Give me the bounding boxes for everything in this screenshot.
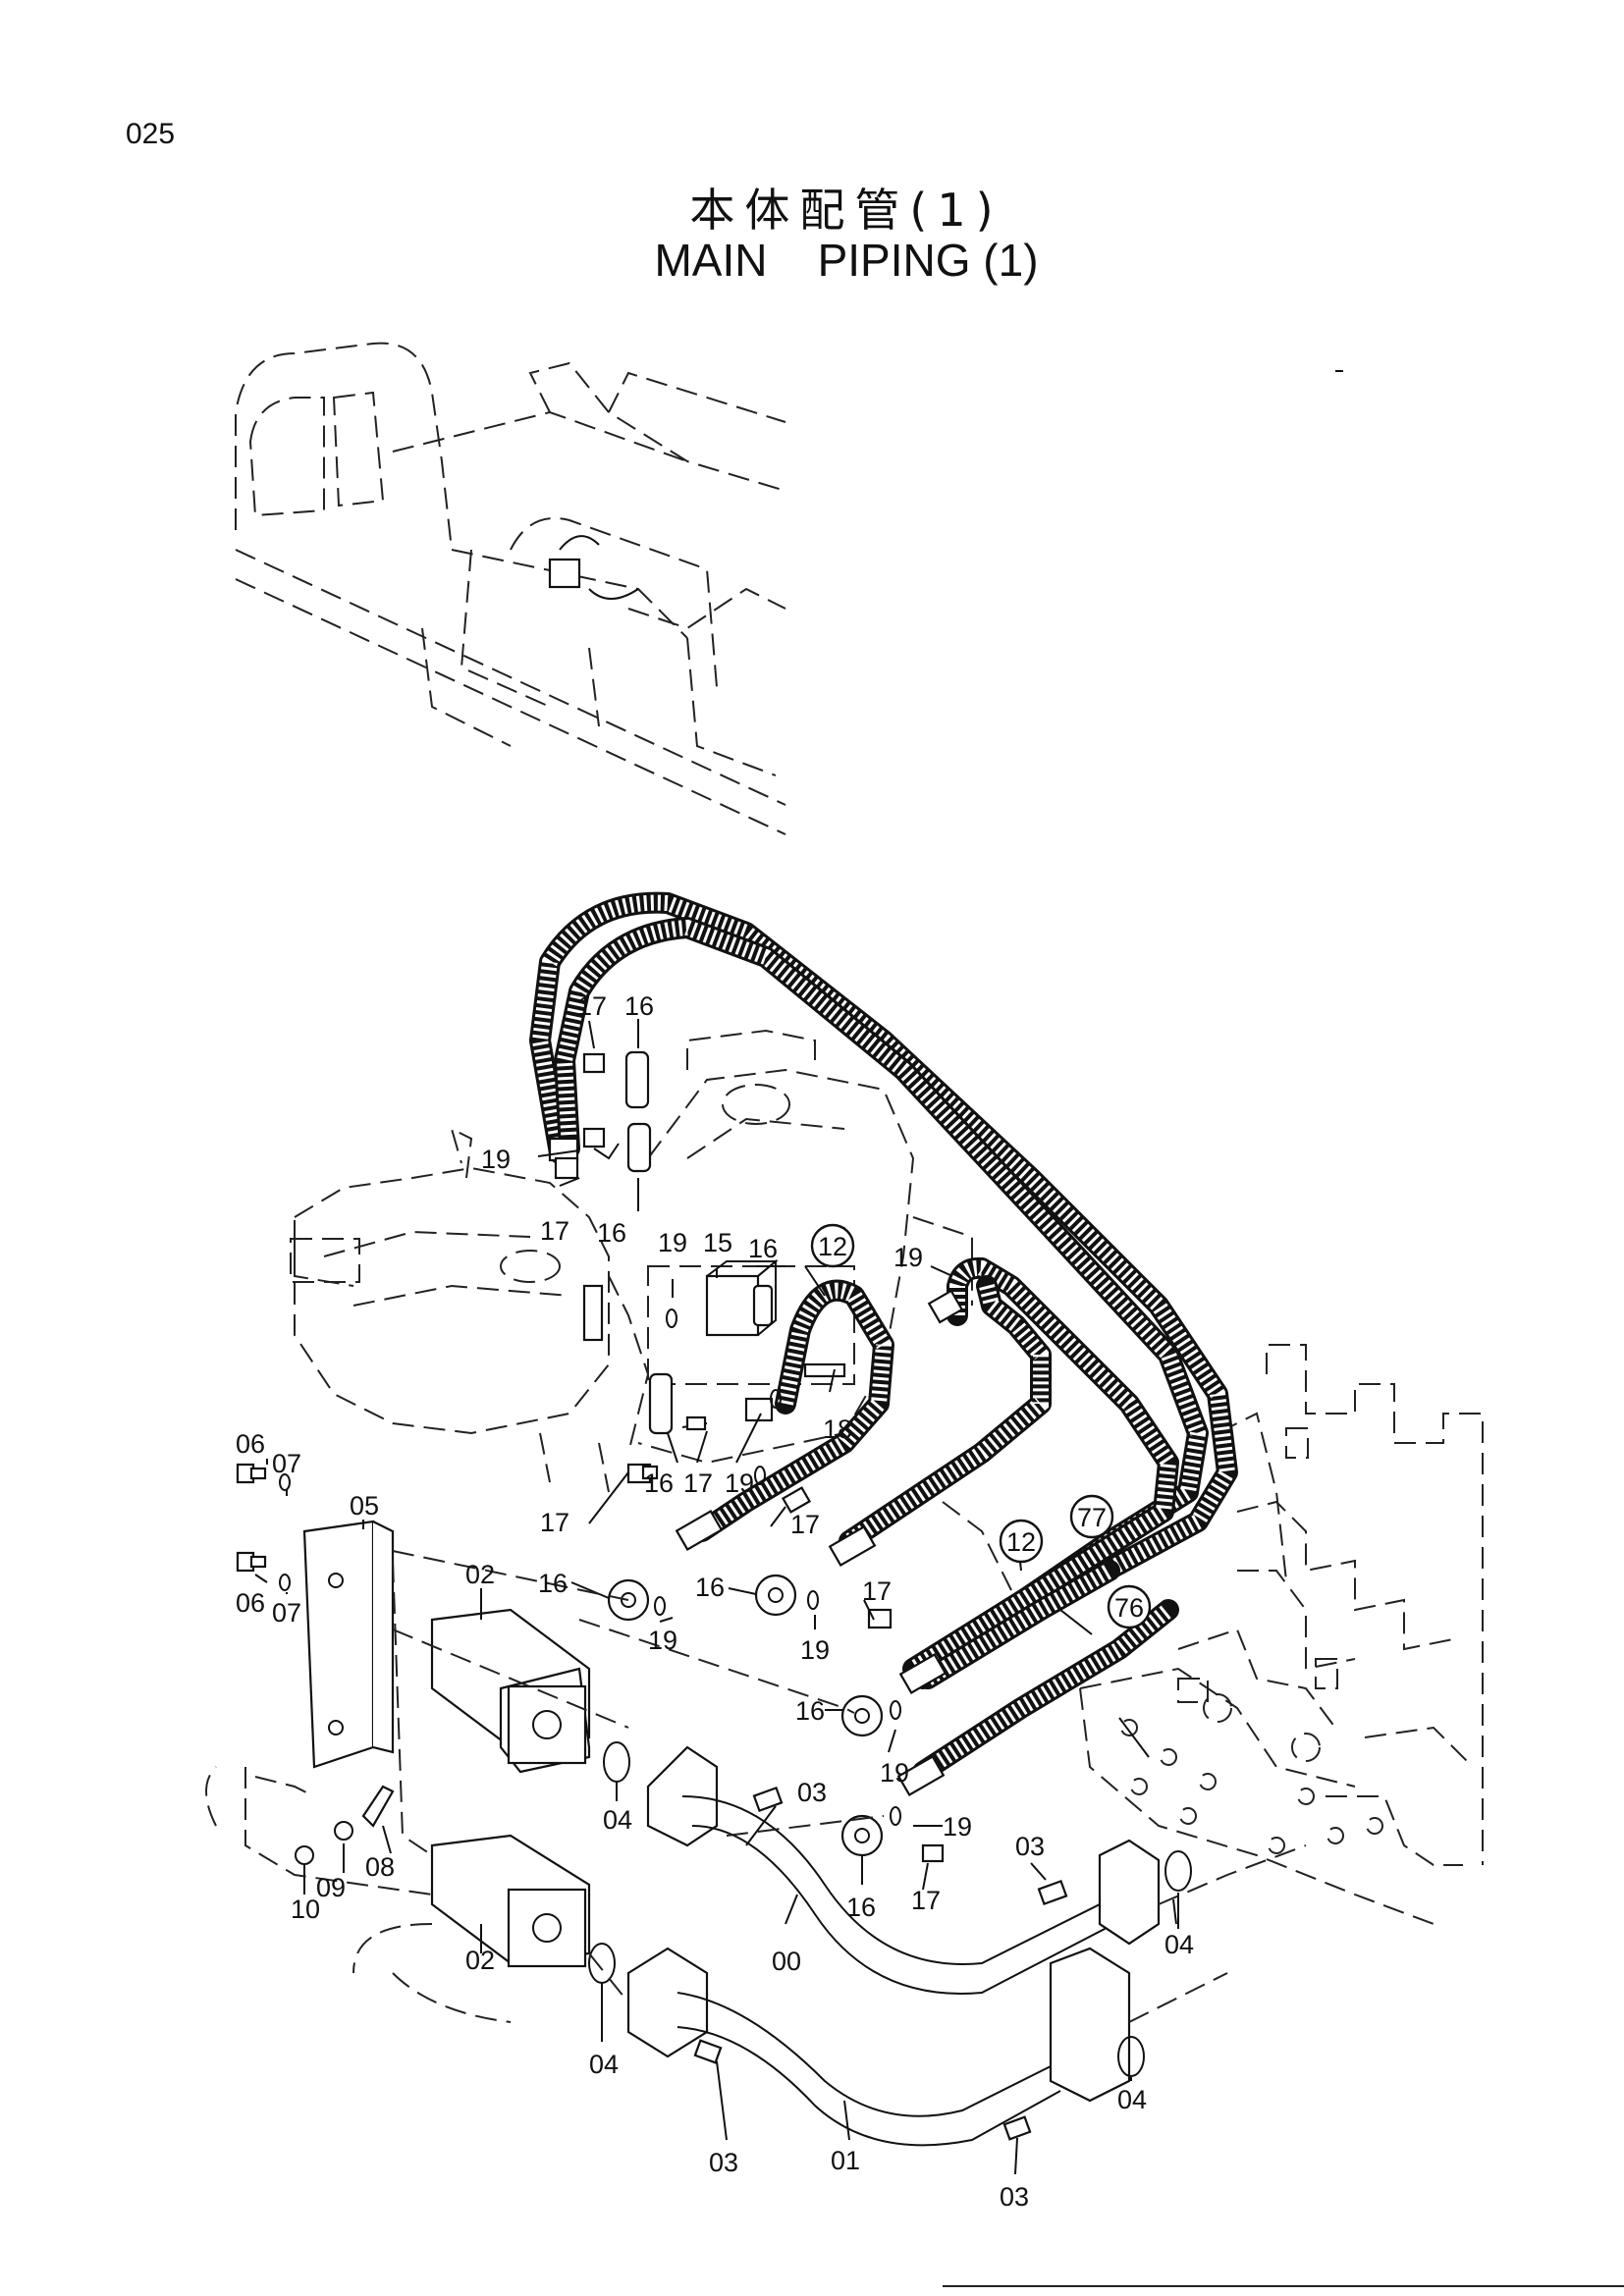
title-japanese: 本体配管(1) xyxy=(689,184,1003,237)
control-valve-block xyxy=(1079,1344,1484,1925)
label-06: 06 xyxy=(236,1588,265,1618)
label-09: 09 xyxy=(316,1873,346,1902)
label-03: 03 xyxy=(1015,1832,1045,1861)
callout-circle-12b xyxy=(999,1519,1044,1564)
label-16: 16 xyxy=(795,1696,825,1726)
pump-housing xyxy=(290,1029,1012,1591)
label-02: 02 xyxy=(465,1560,495,1589)
label-17: 17 xyxy=(683,1468,713,1498)
label-06: 06 xyxy=(236,1429,265,1459)
label-19: 19 xyxy=(943,1812,972,1842)
page-number: 025 xyxy=(126,118,176,150)
label-10: 10 xyxy=(291,1895,320,1924)
label-00: 00 xyxy=(772,1947,801,1976)
excavator-overview-sketch xyxy=(235,342,1343,835)
label-18: 18 xyxy=(823,1415,852,1444)
label-19: 19 xyxy=(481,1145,511,1174)
brackets xyxy=(302,1520,591,1968)
label-17: 17 xyxy=(540,1508,569,1537)
flange-16c xyxy=(840,1694,884,1737)
part-labels: 17 16 19 17 16 19 15 16 19 18 16 17 19 1… xyxy=(236,991,1194,2212)
label-16: 16 xyxy=(624,991,654,1021)
label-17: 17 xyxy=(790,1510,820,1539)
label-12a: 12 xyxy=(818,1232,847,1261)
label-19: 19 xyxy=(725,1468,754,1498)
label-77: 77 xyxy=(1077,1503,1107,1532)
callout-circle-77 xyxy=(1069,1494,1114,1539)
label-04: 04 xyxy=(589,2050,619,2079)
callout-circle-12a xyxy=(810,1223,855,1268)
flange-16b xyxy=(754,1574,797,1617)
label-07: 07 xyxy=(272,1449,301,1478)
label-15: 15 xyxy=(703,1228,732,1257)
label-08: 08 xyxy=(365,1852,395,1882)
footer-rule xyxy=(943,2285,1624,2287)
label-03: 03 xyxy=(1000,2182,1029,2212)
label-16: 16 xyxy=(538,1569,568,1598)
pump-flanges xyxy=(582,1050,846,1435)
label-01: 01 xyxy=(831,2146,860,2175)
label-16: 16 xyxy=(597,1218,626,1248)
label-19: 19 xyxy=(800,1635,830,1665)
label-76: 76 xyxy=(1114,1593,1144,1623)
label-17: 17 xyxy=(911,1886,941,1915)
label-19: 19 xyxy=(658,1228,687,1257)
circled-callouts: 12 12 77 76 xyxy=(810,1223,1152,1629)
label-16: 16 xyxy=(846,1893,876,1922)
flange-16d xyxy=(840,1814,884,1857)
label-16: 16 xyxy=(644,1468,674,1498)
label-16: 16 xyxy=(748,1234,778,1263)
label-05: 05 xyxy=(350,1491,379,1521)
label-19: 19 xyxy=(648,1626,677,1655)
label-17: 17 xyxy=(577,991,607,1021)
label-02: 02 xyxy=(465,1946,495,1975)
title-english: MAIN PIPING (1) xyxy=(654,235,1039,286)
label-03: 03 xyxy=(709,2148,738,2177)
hose-assemblies xyxy=(529,891,1238,1797)
label-04: 04 xyxy=(1164,1930,1194,1959)
label-12b: 12 xyxy=(1006,1527,1036,1557)
label-03: 03 xyxy=(797,1778,827,1807)
label-19: 19 xyxy=(893,1243,923,1272)
callout-circle-76 xyxy=(1107,1584,1152,1629)
label-17: 17 xyxy=(540,1216,569,1246)
label-16: 16 xyxy=(695,1573,725,1602)
label-04: 04 xyxy=(1117,2085,1147,2114)
steel-pipes xyxy=(626,1745,1161,2147)
label-19: 19 xyxy=(880,1758,909,1788)
label-04: 04 xyxy=(603,1805,632,1835)
label-17: 17 xyxy=(862,1576,892,1606)
hardware xyxy=(236,1308,1192,2141)
label-07: 07 xyxy=(272,1598,301,1628)
